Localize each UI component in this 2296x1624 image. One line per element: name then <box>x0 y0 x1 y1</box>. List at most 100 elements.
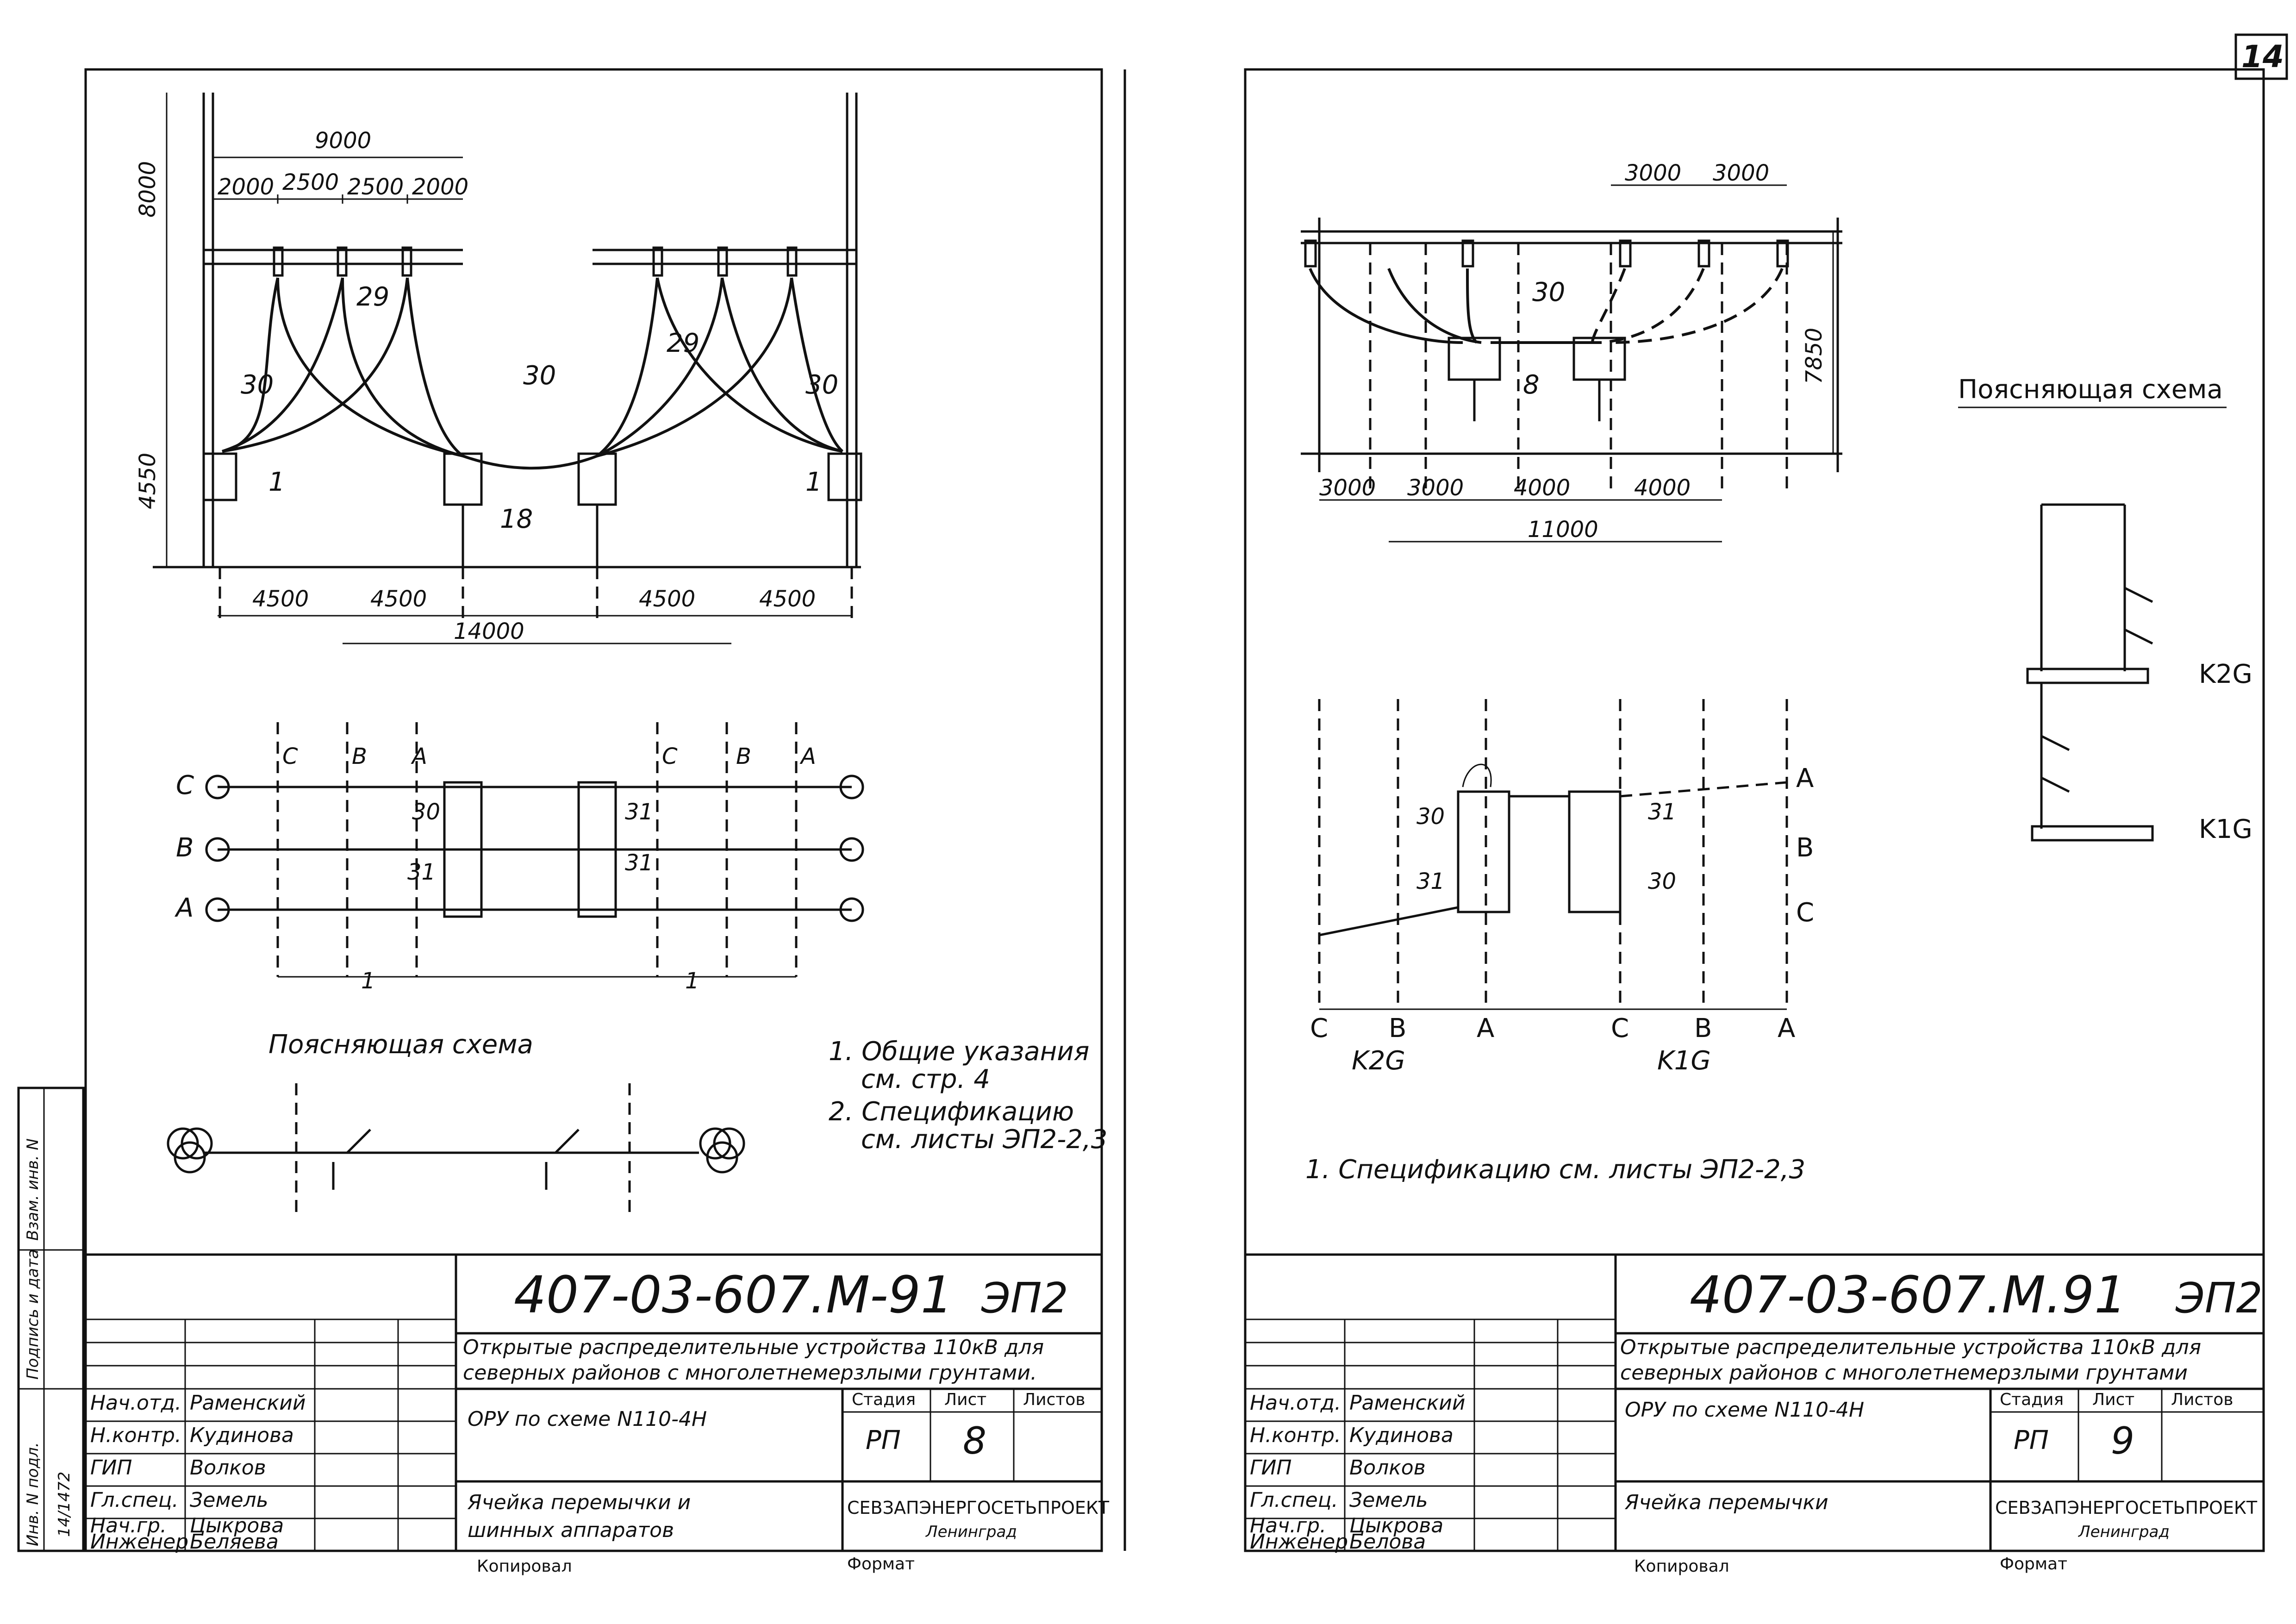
tb-right-role-5: Нач.гр. <box>1250 1514 1326 1537</box>
tb-right-desc3: ОРУ по схеме N110-4Н <box>1625 1398 1864 1422</box>
tb-right-role-1: Нач.отд. <box>1250 1391 1341 1415</box>
side-stamp-inventory: Инв. N подл. <box>24 1442 42 1546</box>
right-dim-bottom-1: 3000 <box>1319 475 1376 501</box>
plan-top-a2: A <box>799 743 816 769</box>
dim-bottom-total: 14000 <box>454 618 524 644</box>
tb-left-desc3: ОРУ по схеме N110-4Н <box>468 1407 707 1431</box>
tb-right-sheet: 9 <box>2111 1419 2134 1462</box>
dim-bottom-2: 4500 <box>370 586 427 612</box>
tb-right-role-3: ГИП <box>1250 1456 1292 1480</box>
left-note-2: 2. Спецификацию <box>829 1097 1074 1127</box>
dim-bottom-3: 4500 <box>639 586 695 612</box>
plan-label-31b: 31 <box>407 859 436 885</box>
tb-left-copied: Копировал <box>477 1557 572 1576</box>
tb-left-role-5: Нач.гр. <box>90 1514 167 1537</box>
right-dim-top-2: 3000 <box>1713 160 1769 186</box>
plan-top-c2: C <box>662 743 678 769</box>
tb-left-name-5: Цыкрова <box>190 1514 284 1537</box>
right-dim-total: 11000 <box>1528 517 1598 543</box>
label-29-left: 29 <box>356 282 389 312</box>
label-30-mid: 30 <box>523 361 556 391</box>
tb-left-name-6: Беляева <box>190 1530 279 1554</box>
right-dim-bottom-3: 4000 <box>1514 475 1570 501</box>
tb-left-role-2: Н.контр. <box>90 1424 181 1447</box>
tb-right-stage: РП <box>2014 1425 2049 1455</box>
tb-left-stage-h: Стадия <box>852 1390 916 1409</box>
plan-label-31a: 31 <box>625 799 653 825</box>
tb-left-sheet-h: Лист <box>944 1390 986 1409</box>
right-phase-c: C <box>1796 898 1814 928</box>
right-bottom-a2: A <box>1778 1013 1795 1043</box>
right-dim-bottom-2: 3000 <box>1407 475 1464 501</box>
right-explanatory-scheme: Поясняющая схема K2G K1G <box>1958 375 2252 844</box>
tb-left-name-2: Кудинова <box>190 1424 294 1447</box>
dim-bottom-4: 4500 <box>759 586 816 612</box>
right-bottom-b2: B <box>1694 1013 1712 1043</box>
tb-left-stage: РП <box>866 1425 901 1455</box>
right-frame <box>1244 68 2265 1552</box>
tb-left-sheet: 8 <box>963 1419 986 1462</box>
left-note-1b: см. стр. 4 <box>861 1064 990 1094</box>
left-notes: 1. Общие указания см. стр. 4 2. Специфик… <box>829 1037 1107 1155</box>
right-plan-label-30b: 30 <box>1648 868 1676 894</box>
left-plan-view: C B A C B A C B A 30 31 31 31 1 1 <box>175 722 864 994</box>
tb-right-org: СЕВЗАПЭНЕРГОСЕТЬПРОЕКТ <box>1995 1498 2258 1518</box>
left-frame <box>84 68 1103 1552</box>
right-dim-top-1: 3000 <box>1625 160 1681 186</box>
dim-span-3: 2500 <box>347 174 404 200</box>
side-stamp-frame <box>17 1087 85 1552</box>
tb-left-role-6: Инженер <box>90 1530 188 1554</box>
tb-right-role-2: Н.контр. <box>1250 1424 1341 1447</box>
tb-left-role-3: ГИП <box>90 1456 132 1480</box>
tb-left-role-4: Гл.спец. <box>90 1488 179 1512</box>
left-explanatory-scheme: Поясняющая схема <box>167 1030 745 1213</box>
tb-right-doc: ЭП2 <box>2175 1274 2263 1323</box>
tb-right-city: Ленинград <box>2078 1523 2170 1541</box>
right-bottom-c1: C <box>1310 1013 1328 1043</box>
plan-label-31c: 31 <box>625 850 653 876</box>
side-stamp: Взам. инв. N Подпись и дата Инв. N подл.… <box>17 1087 85 1552</box>
tb-right-role-6: Инженер <box>1250 1530 1348 1554</box>
tb-right-name-6: Белова <box>1349 1530 1426 1554</box>
tb-left-name-1: Раменский <box>190 1391 306 1415</box>
tb-right-desc1: Открытые распределительные устройства 11… <box>1620 1336 2201 1359</box>
tb-left-name-3: Волков <box>190 1456 266 1480</box>
tb-left-format: Формат <box>847 1555 915 1574</box>
label-18: 18 <box>500 504 533 534</box>
tb-left-role-1: Нач.отд. <box>90 1391 181 1415</box>
plan-top-b2: B <box>736 743 751 769</box>
tb-right-format: Формат <box>2000 1555 2067 1574</box>
tb-right-name-3: Волков <box>1349 1456 1426 1480</box>
plan-bottom-1: 1 <box>361 968 375 994</box>
left-note-2b: см. листы ЭП2-2,3 <box>861 1124 1107 1155</box>
title-block-left: 407-03-607.М-91 ЭП2 Открытые распределит… <box>84 1253 1110 1576</box>
dim-height-top: 8000 <box>135 161 161 218</box>
right-plan-label-30a: 30 <box>1416 804 1445 830</box>
right-scheme-k1g: K1G <box>2199 814 2252 844</box>
tb-left-subject1: Ячейка перемычки и <box>467 1491 691 1514</box>
tb-right-desc2: северных районов с многолетнемерзлыми гр… <box>1620 1361 2188 1385</box>
tb-left-sheets-h: Листов <box>1023 1390 1085 1409</box>
tb-right-subject1: Ячейка перемычки <box>1624 1491 1828 1514</box>
right-plan-view: 30 31 31 30 A B C C B A C B A K2G K1G <box>1310 699 1814 1076</box>
tb-right-name-2: Кудинова <box>1349 1424 1454 1447</box>
tb-left-doc: ЭП2 <box>981 1274 1068 1323</box>
tb-left-code: 407-03-607.М-91 <box>514 1265 953 1324</box>
tb-right-name-5: Цыкрова <box>1349 1514 1443 1537</box>
plan-phase-a: A <box>175 893 193 923</box>
side-stamp-replaced: Взам. инв. N <box>24 1138 42 1241</box>
tb-right-copied: Копировал <box>1634 1557 1729 1576</box>
tb-right-sheets-h: Листов <box>2171 1390 2233 1409</box>
right-cell-k1g: K1G <box>1657 1046 1711 1076</box>
right-section-view: 3000 3000 7850 3000 3000 4000 4000 11000… <box>1301 160 1842 543</box>
label-30-left: 30 <box>241 370 274 400</box>
plan-label-30: 30 <box>412 799 440 825</box>
plan-top-b1: B <box>352 743 367 769</box>
tb-right-sheet-h: Лист <box>2092 1390 2134 1409</box>
label-29-right: 29 <box>667 328 699 358</box>
left-scheme-title: Поясняющая схема <box>268 1030 533 1060</box>
right-label-8: 8 <box>1523 370 1540 400</box>
tb-left-name-4: Земель <box>190 1488 268 1512</box>
sheet-number-box <box>2234 33 2288 80</box>
